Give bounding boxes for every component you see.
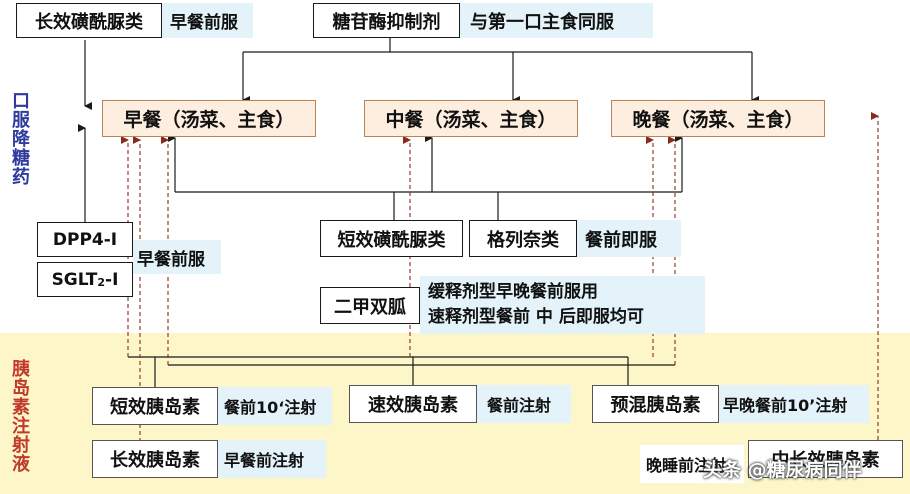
dpp4-sglt2-timing-note: 早餐前服 [133,240,221,274]
long-insulin-timing-note: 早餐前注射 [218,440,326,478]
metformin-immediate-release-note: 速释剂型餐前 中 后即服均可 [428,307,644,327]
agi-timing-note: 与第一口主食同服 [460,3,653,38]
sglt2-label: SGLT [51,269,98,290]
short-su-glinide-timing-note: 餐前即服 [577,220,681,257]
metformin-timing-note: 缓释剂型早晚餐前服用 速释剂型餐前 中 后即服均可 [420,276,705,334]
long-acting-insulin-box: 长效胰岛素 [92,440,218,478]
metformin-box: 二甲双胍 [320,287,420,324]
glinide-box: 格列奈类 [469,220,577,257]
rapid-insulin-timing-note: 餐前注射 [477,385,571,423]
dpp4-inhibitor-box: DPP4-I [37,222,133,257]
intermediate-insulin-timing-note: 晚睡前注射 [640,445,744,483]
premix-insulin-timing-note: 早晚餐前10’注射 [719,385,869,423]
intermediate-long-acting-insulin-box: 中长效胰岛素 [748,440,903,478]
rapid-acting-insulin-box: 速效胰岛素 [349,385,477,423]
dinner-box: 晚餐（汤菜、主食） [611,100,825,137]
short-acting-insulin-box: 短效胰岛素 [92,387,218,425]
sglt2-suffix: -I [105,269,119,290]
long-acting-sulfonylurea-box: 长效磺酰脲类 [16,3,162,38]
short-acting-sulfonylurea-box: 短效磺酰脲类 [320,220,463,257]
insulin-side-label: 胰岛素注射液 [12,359,30,475]
alpha-glucosidase-inhibitor-box: 糖苷酶抑制剂 [313,3,460,38]
sglt2-subscript: 2 [97,276,106,289]
breakfast-box: 早餐（汤菜、主食） [102,100,316,137]
short-insulin-timing-note: 餐前10‘注射 [218,387,332,425]
metformin-extended-release-note: 缓释剂型早晚餐前服用 [428,282,598,302]
oral-drugs-side-label: 口服降糖药 [12,91,30,188]
lunch-box: 中餐（汤菜、主食） [364,100,578,137]
long-su-timing-note: 早餐前服 [162,3,253,38]
premixed-insulin-box: 预混胰岛素 [592,385,719,423]
watermark: 头条 @糖尿病同伴 [703,459,862,481]
